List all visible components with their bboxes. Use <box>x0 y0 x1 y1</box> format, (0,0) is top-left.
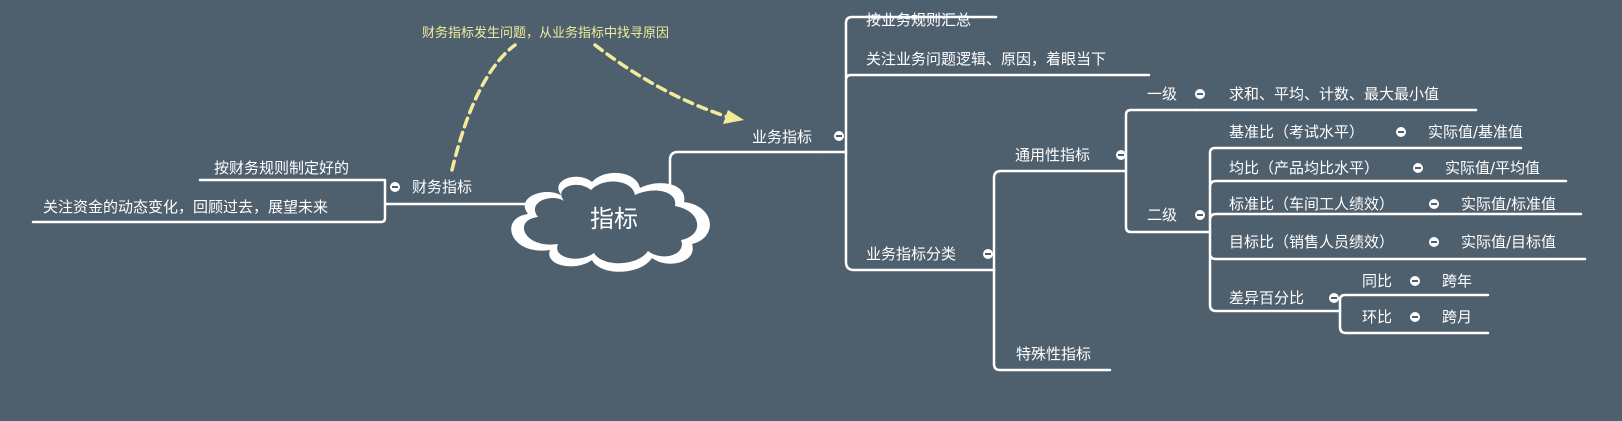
topic-special[interactable]: 特殊性指标 <box>1016 345 1092 363</box>
topic-classification[interactable]: 业务指标分类 <box>866 245 957 263</box>
level2-item-standard[interactable]: 标准比（车间工人绩效） <box>1229 195 1395 213</box>
collapse-toggle-target[interactable] <box>1429 237 1439 247</box>
annotation-arrowhead <box>723 110 744 124</box>
level2-value-average[interactable]: 实际值/平均值 <box>1445 159 1541 177</box>
connector-classification <box>992 169 1128 372</box>
finance-child-dynamics[interactable]: 关注资金的动态变化，回顾过去，展望未来 <box>43 198 329 216</box>
collapse-toggle-general[interactable] <box>1116 150 1126 160</box>
level1-value[interactable]: 求和、平均、计数、最大最小值 <box>1229 85 1440 103</box>
annotation-curve-right <box>593 43 730 119</box>
level2-value-benchmark[interactable]: 实际值/基准值 <box>1428 123 1524 141</box>
connector-business-children <box>844 15 1151 272</box>
level2-value-target[interactable]: 实际值/目标值 <box>1461 233 1557 251</box>
diff-value-mom[interactable]: 跨月 <box>1442 308 1473 326</box>
diff-item-mom[interactable]: 环比 <box>1362 308 1393 326</box>
level2-item-benchmark[interactable]: 基准比（考试水平） <box>1229 123 1365 141</box>
connector-finance-children <box>31 178 387 224</box>
collapse-toggle-diff[interactable] <box>1329 293 1339 303</box>
collapse-toggle-average[interactable] <box>1413 163 1423 173</box>
annotation-text: 财务指标发生问题，从业务指标中找寻原因 <box>422 26 670 41</box>
collapse-toggle-finance[interactable] <box>390 182 400 192</box>
connector-central-business <box>668 150 824 192</box>
connector-diff <box>1338 293 1490 335</box>
diff-value-yoy[interactable]: 跨年 <box>1442 272 1473 290</box>
collapse-toggle-standard[interactable] <box>1429 199 1439 209</box>
business-child-logic[interactable]: 关注业务问题逻辑、原因，着眼当下 <box>866 50 1107 68</box>
topic-finance[interactable]: 财务指标 <box>412 178 473 196</box>
level2-item-target[interactable]: 目标比（销售人员绩效） <box>1229 233 1395 251</box>
topic-level1[interactable]: 一级 <box>1147 85 1178 103</box>
topic-diff[interactable]: 差异百分比 <box>1229 289 1305 307</box>
topic-level2[interactable]: 二级 <box>1147 206 1178 224</box>
level2-value-standard[interactable]: 实际值/标准值 <box>1461 195 1557 213</box>
collapse-toggle-benchmark[interactable] <box>1396 127 1406 137</box>
collapse-toggle-mom[interactable] <box>1410 312 1420 322</box>
topic-general[interactable]: 通用性指标 <box>1015 146 1091 164</box>
business-child-summary[interactable]: 按业务规则汇总 <box>866 11 972 29</box>
collapse-toggle-yoy[interactable] <box>1410 276 1420 286</box>
connector-general <box>1124 108 1212 234</box>
diff-item-yoy[interactable]: 同比 <box>1362 272 1393 290</box>
topic-business[interactable]: 业务指标 <box>752 128 813 146</box>
collapse-toggle-level1[interactable] <box>1195 89 1205 99</box>
level2-item-average[interactable]: 均比（产品均比水平） <box>1229 159 1380 177</box>
collapse-toggle-level2[interactable] <box>1195 210 1205 220</box>
collapse-toggle-classification[interactable] <box>983 249 993 259</box>
annotation-curve-left <box>450 43 517 172</box>
connector-level2 <box>1208 146 1587 313</box>
finance-child-rules[interactable]: 按财务规则制定好的 <box>214 159 350 177</box>
central-topic[interactable]: 指标 <box>590 205 638 233</box>
collapse-toggle-business[interactable] <box>834 131 844 141</box>
